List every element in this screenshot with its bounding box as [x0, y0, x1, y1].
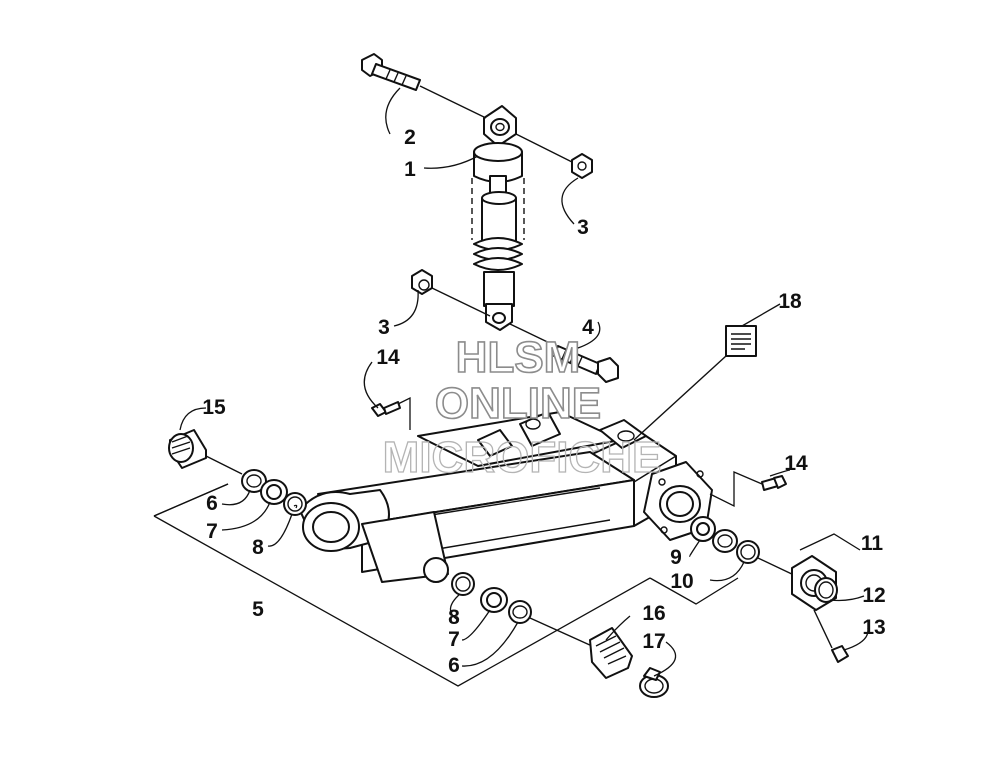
callout-3-lower: 3 [378, 316, 390, 339]
callout-4: 4 [582, 316, 594, 339]
lower-bolt [553, 345, 619, 383]
warning-decal [725, 325, 757, 357]
watermark-line3: MICROFICHE [383, 433, 662, 482]
watermark-line1: HLSM [456, 333, 581, 382]
bearing-right [690, 516, 716, 542]
callout-7-upper: 7 [206, 520, 218, 543]
callout-18: 18 [778, 290, 802, 313]
plug-left [168, 429, 207, 469]
callout-10: 10 [670, 570, 693, 593]
cap-screw [831, 645, 849, 663]
callout-16: 16 [642, 602, 665, 625]
o-ring [814, 577, 838, 603]
bolt-left-14 [371, 401, 401, 417]
grease-fitting [589, 627, 633, 679]
shock-absorber [471, 105, 525, 331]
watermark-line2: ONLINE [435, 379, 601, 428]
upper-nut [571, 153, 593, 179]
bolt-right-14 [761, 475, 787, 491]
callout-17: 17 [642, 630, 665, 653]
lower-nut [411, 269, 433, 295]
callout-7-lower: 7 [448, 628, 460, 651]
callout-6-lower: 6 [448, 654, 460, 677]
seal-left-upper [241, 469, 267, 493]
bearing-left-lower [480, 587, 508, 613]
callout-1: 1 [404, 158, 416, 181]
washer-left-upper [283, 492, 307, 516]
callout-3-upper: 3 [577, 216, 589, 239]
seal-right [712, 529, 738, 553]
callout-11: 11 [861, 532, 884, 555]
leader-lines [179, 87, 869, 677]
top-bolt [361, 53, 421, 91]
bracket-11 [799, 533, 861, 551]
callout-14-right: 14 [784, 452, 808, 475]
callout-12: 12 [862, 584, 885, 607]
seal-left-lower [508, 600, 532, 624]
callout-2: 2 [404, 126, 416, 149]
callout-13: 13 [862, 616, 885, 639]
callout-8-upper: 8 [252, 536, 264, 559]
washer-left-lower [451, 572, 475, 596]
callout-5: 5 [252, 598, 264, 621]
watermark: HLSM ONLINE MICROFICHE [382, 332, 662, 482]
callout-labels: 1 2 3 3 4 5 6 6 7 7 8 8 9 10 11 12 13 14… [202, 126, 885, 677]
callout-14-left: 14 [376, 346, 400, 369]
bearing-left-upper [260, 479, 288, 505]
swing-arm [299, 411, 713, 583]
callout-9: 9 [670, 546, 682, 569]
callout-6-upper: 6 [206, 492, 218, 515]
washer-right [736, 540, 760, 564]
callout-8-lower: 8 [448, 606, 460, 629]
callout-15: 15 [202, 396, 226, 419]
hose-clamp [639, 667, 669, 698]
